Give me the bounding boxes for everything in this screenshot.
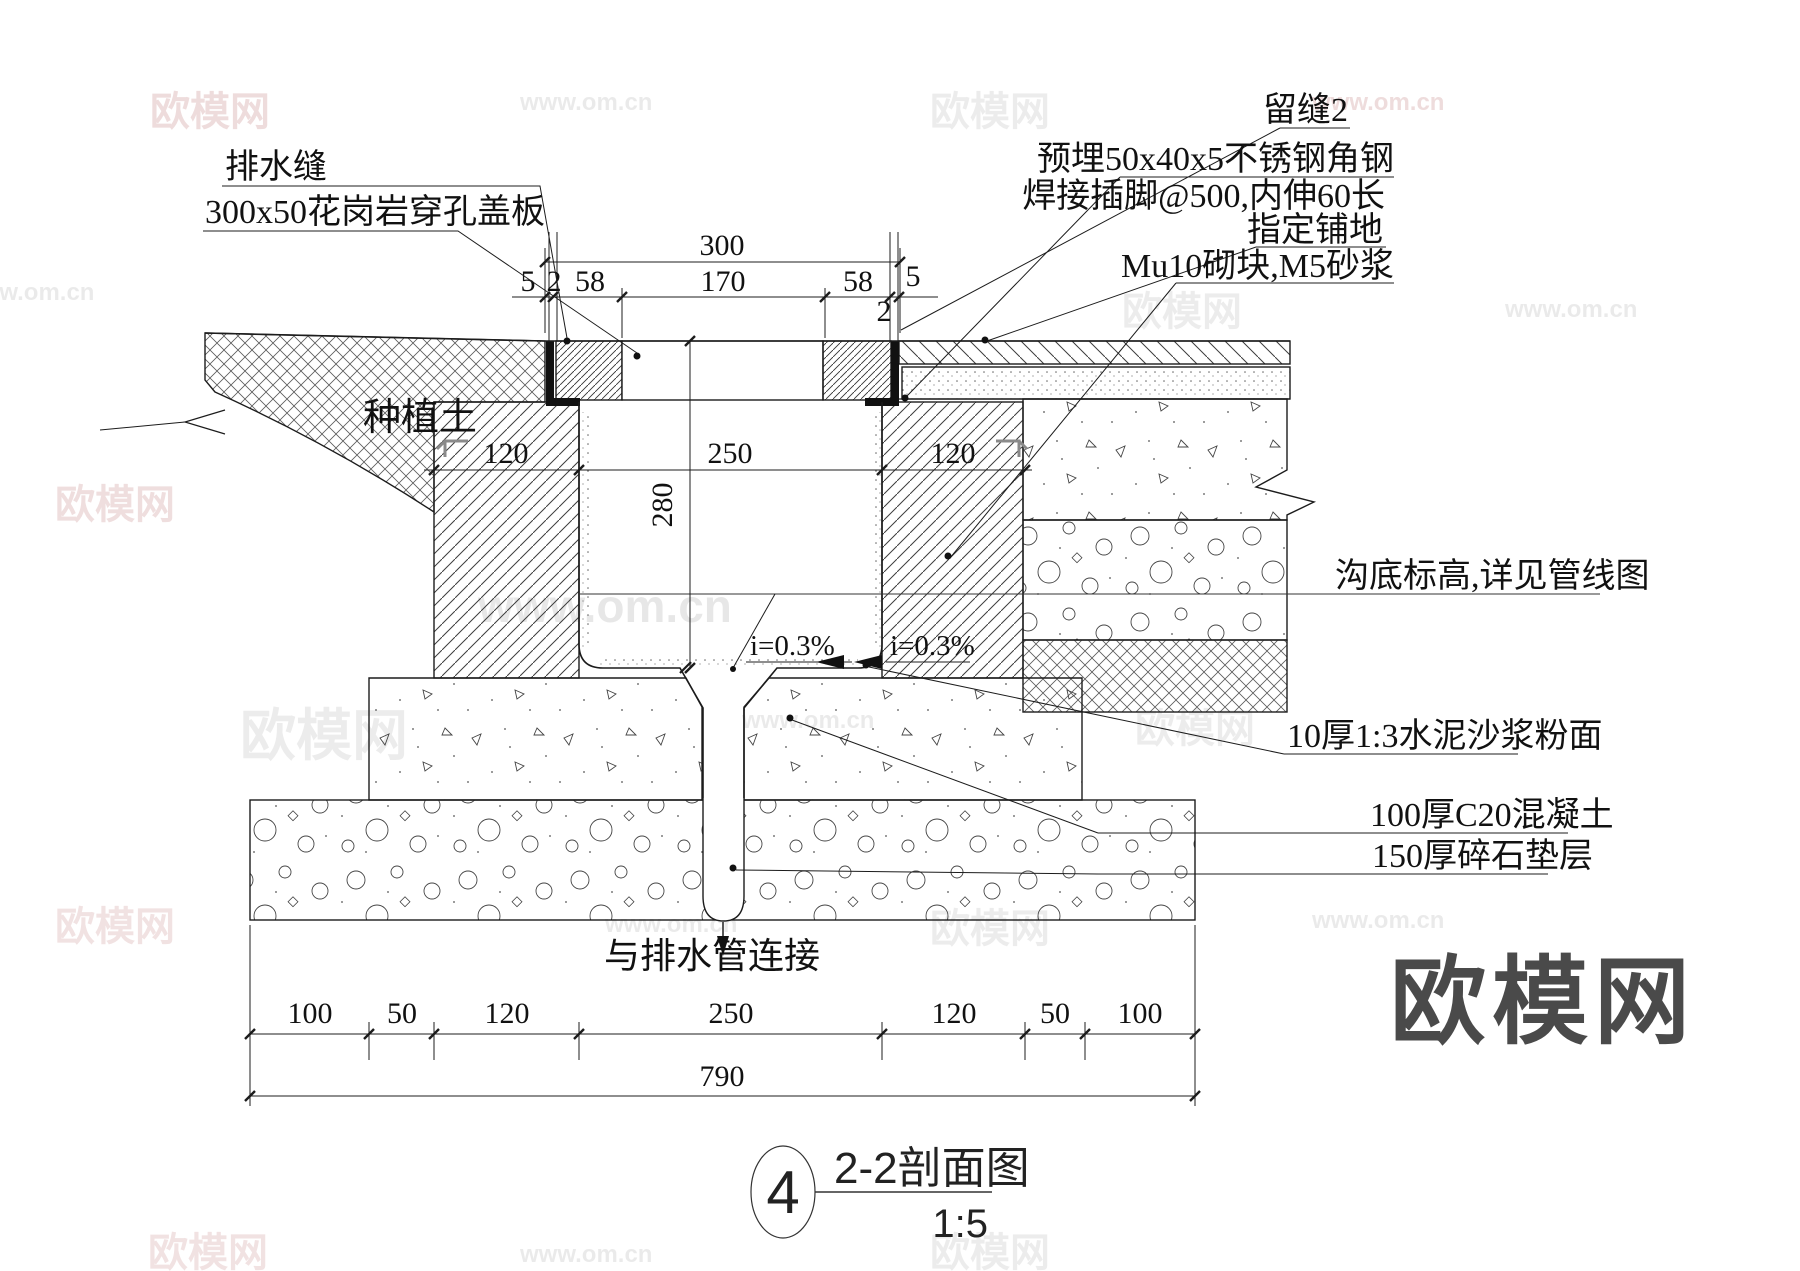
mortar-finish-floor <box>600 657 858 668</box>
dim-b-100r: 100 <box>1118 997 1163 1030</box>
label-embedded-angle: 预埋50x40x5不锈钢角钢 <box>1037 140 1394 178</box>
dim-b-120r: 120 <box>932 997 977 1030</box>
annotation-texts: 排水缝 300x50花岗岩穿孔盖板 种植土 留缝2 预埋50x40x5不锈钢角钢… <box>205 91 1650 976</box>
dim-b-50l: 50 <box>387 997 417 1030</box>
watermark: www.om.cn <box>0 279 94 306</box>
watermark: 欧模网 <box>930 90 1050 134</box>
angle-steel-right <box>865 341 899 406</box>
dim-b-100l: 100 <box>288 997 333 1030</box>
label-slope-left: i=0.3% <box>750 630 835 662</box>
label-pipe-connect: 与排水管连接 <box>604 936 820 976</box>
drain-pipe-void <box>703 798 744 921</box>
watermark: 欧模网 <box>148 1231 268 1271</box>
dim-2-right: 2 <box>877 295 892 328</box>
dim-170: 170 <box>701 265 746 298</box>
slope-arrow-left-icon <box>816 655 844 669</box>
dim-b-120l: 120 <box>485 997 530 1030</box>
foundation-concrete-left <box>368 677 703 801</box>
watermark: 欧模网 <box>1122 290 1242 334</box>
label-trench-bottom: 沟底标高,详见管线图 <box>1335 557 1650 595</box>
watermark: www.om.cn <box>1504 296 1637 323</box>
dimension-lines <box>244 232 1201 1106</box>
break-line <box>99 421 186 431</box>
soil-surface-line <box>204 332 546 342</box>
dim-58-right: 58 <box>843 265 873 298</box>
label-planting-soil: 种植土 <box>363 397 477 439</box>
dim-5-right: 5 <box>906 260 921 293</box>
watermark: 欧模网 <box>55 483 175 527</box>
granite-cover-right <box>822 340 892 401</box>
drain-pipe <box>702 798 745 922</box>
angle-steel-left <box>546 341 580 406</box>
watermark-logo: 欧模网 <box>1390 949 1696 1056</box>
watermark: 欧模网 <box>930 1231 1050 1271</box>
dimension-texts: 300 5 2 58 170 58 5 2 120 250 120 280 10… <box>288 229 1163 1093</box>
label-block-mortar: Mu10砌块,M5砂浆 <box>1121 247 1394 285</box>
dim-5-left: 5 <box>521 265 536 298</box>
watermark: www.om.cn <box>519 1241 652 1268</box>
dim-b-50r: 50 <box>1040 997 1070 1030</box>
label-welded-leg: 焊接插脚@500,内伸60长 <box>1022 177 1385 215</box>
dim-120-left: 120 <box>484 437 529 470</box>
watermark: www.om.cn <box>1311 907 1444 934</box>
label-drain-seam: 排水缝 <box>225 148 327 186</box>
anchor-legs <box>435 439 1029 457</box>
watermark: www.om.cn <box>1311 89 1444 116</box>
dim-depth-280: 280 <box>646 483 679 528</box>
dim-58-left: 58 <box>575 265 605 298</box>
watermark: 欧模网 <box>55 905 175 949</box>
label-cover-plate: 300x50花岗岩穿孔盖板 <box>205 193 545 231</box>
dim-b-250: 250 <box>709 997 754 1030</box>
label-gravel-cushion: 150厚碎石垫层 <box>1372 837 1593 875</box>
label-paving: 指定铺地 <box>1247 211 1383 249</box>
detail-number: 4 <box>766 1159 799 1226</box>
pipe-arrow-icon <box>717 936 729 956</box>
slope-arrow-right-icon <box>854 655 882 669</box>
granite-cover-left <box>555 340 623 401</box>
label-mortar-finish: 10厚1:3水泥沙浆粉面 <box>1287 717 1602 755</box>
label-concrete: 100厚C20混凝土 <box>1370 796 1614 834</box>
view-title-text: 2-2剖面图 <box>834 1144 1030 1193</box>
trench-wall-left <box>433 401 580 679</box>
break-arrow-icon <box>182 409 226 435</box>
view-scale: 1:5 <box>932 1202 988 1246</box>
watermark: 欧模网 <box>150 90 270 134</box>
label-reserved-seam: 留缝2 <box>1263 91 1348 129</box>
foundation-concrete-right <box>743 677 1083 801</box>
view-title: 4 2-2剖面图 1:5 <box>750 1144 1030 1246</box>
leader-dots <box>563 336 989 956</box>
label-slope-right: i=0.3% <box>890 630 975 662</box>
anchor-leg-icon <box>435 439 468 457</box>
leader-lines <box>203 127 1568 875</box>
dim-120-right: 120 <box>931 437 976 470</box>
mortar-bed-layer <box>901 366 1291 400</box>
roadbase-gravel-layer <box>1022 519 1288 641</box>
dim-250-mid: 250 <box>708 437 753 470</box>
dim-2-left: 2 <box>547 265 562 298</box>
mortar-finish-right <box>872 412 882 648</box>
roadbase-concrete-layer <box>1022 398 1317 521</box>
dim-bottom-overall: 790 <box>700 1060 745 1093</box>
dim-top-overall: 300 <box>700 229 745 262</box>
trench-wall-right <box>881 401 1024 679</box>
anchor-leg-icon <box>996 439 1029 457</box>
materials <box>99 332 1317 922</box>
mortar-finish-left <box>579 412 589 648</box>
granite-cover-perforated <box>621 340 824 401</box>
watermark: www.om.cn <box>519 89 652 116</box>
